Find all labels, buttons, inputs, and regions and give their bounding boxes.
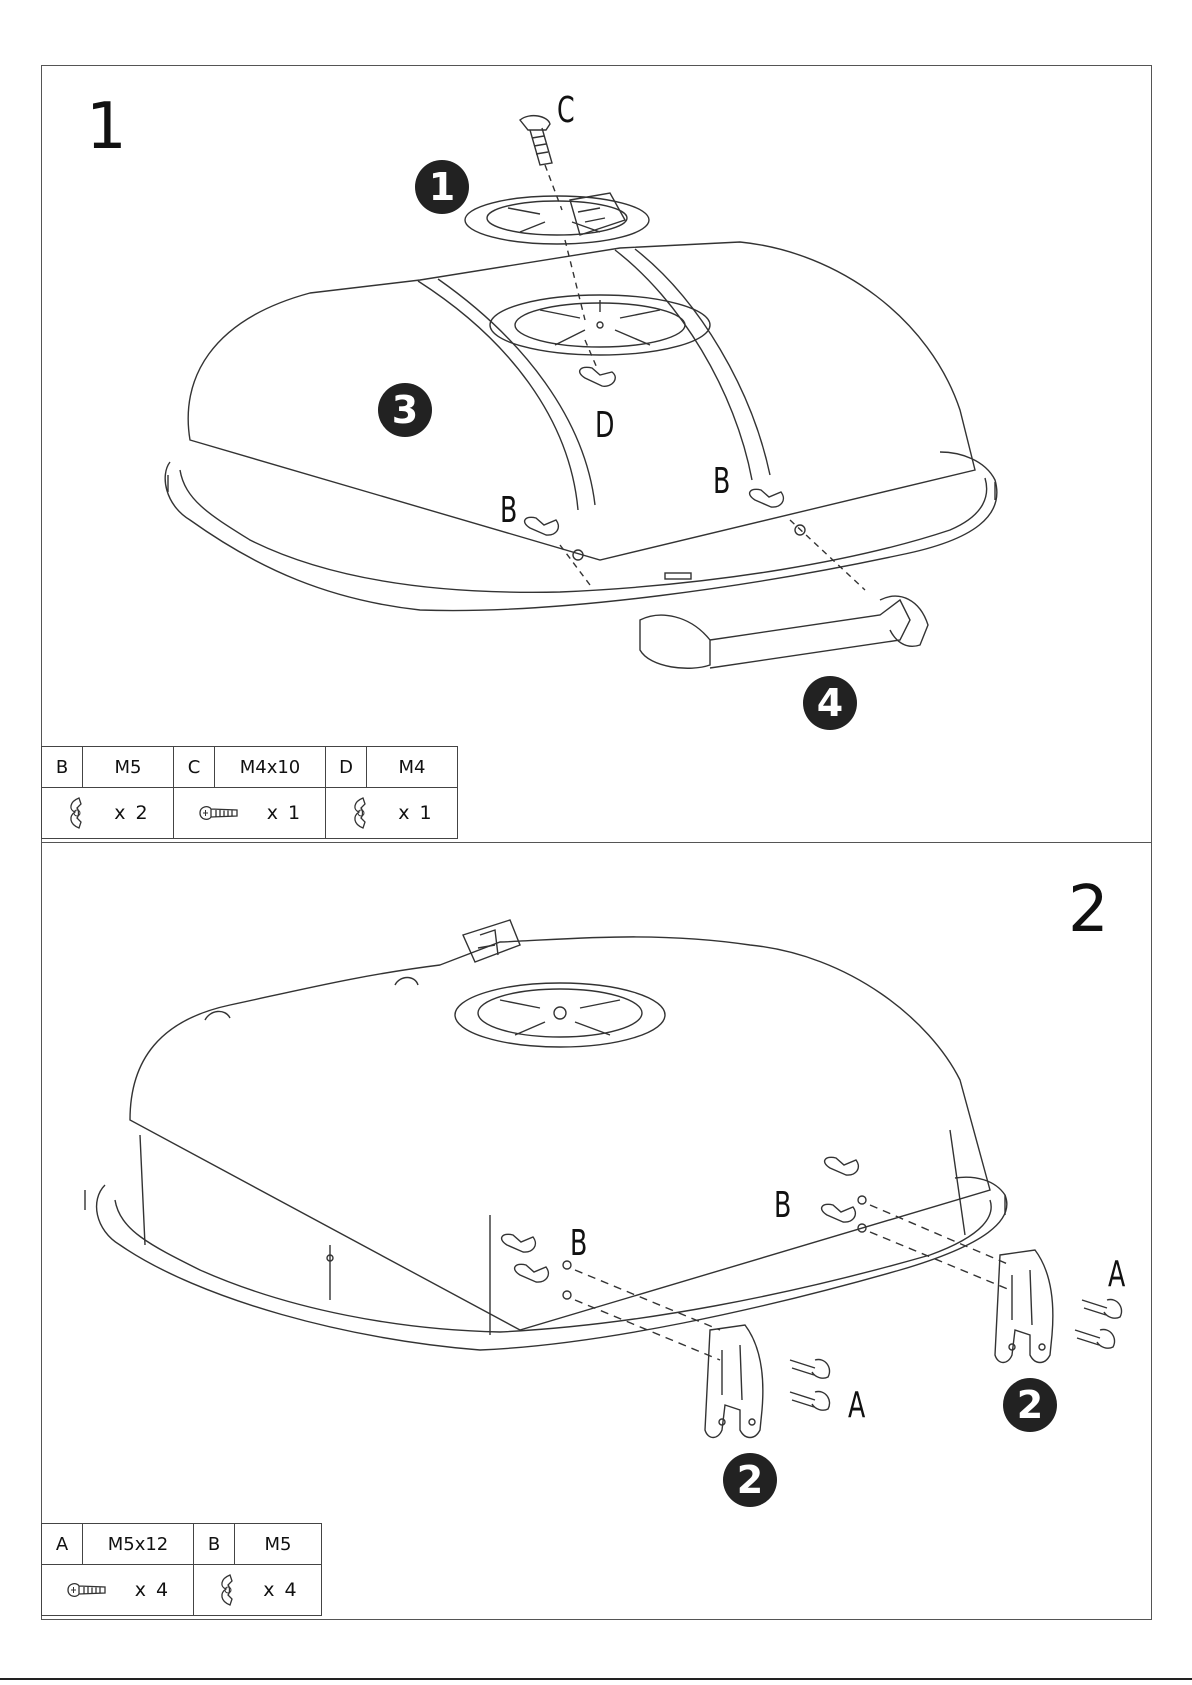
callout-part-2-right: 2 (1003, 1378, 1057, 1432)
part-qty-cell: x 4 (194, 1565, 322, 1616)
label-b-left-step2: B (570, 1226, 587, 1262)
label-b-right-step2: B (774, 1188, 791, 1224)
page-bottom-rule (0, 1678, 1192, 1680)
callout-part-4: 4 (803, 676, 857, 730)
wing-nut-b-right-step1 (750, 489, 784, 507)
label-b-left-step1: B (500, 493, 517, 529)
wing-nut-b-left-step2 (502, 1234, 536, 1252)
handle-step1 (640, 615, 710, 668)
bolt-icon (65, 1580, 109, 1600)
wing-nut-icon (216, 1573, 238, 1607)
label-b-right-step1: B (713, 464, 730, 500)
part-code: D (326, 747, 367, 788)
part-qty: x 4 (263, 1579, 298, 1601)
wing-nut-b-right-step2 (825, 1157, 859, 1175)
part-qty: x 4 (135, 1579, 170, 1601)
label-c-step1: C (557, 93, 575, 129)
wing-nut-icon (65, 796, 87, 830)
part-qty: x 2 (114, 802, 149, 824)
lid-dome-step1 (188, 242, 975, 560)
part-code: A (42, 1524, 83, 1565)
part-spec: M5x12 (83, 1524, 194, 1565)
part-spec: M5 (83, 747, 174, 788)
part-code: B (194, 1524, 235, 1565)
part-spec: M5 (235, 1524, 322, 1565)
part-spec: M4 (367, 747, 458, 788)
callout-part-3: 3 (378, 383, 432, 437)
part-qty-cell: x 4 (42, 1565, 194, 1616)
bolt-a-left-step2-upper (790, 1359, 830, 1378)
parts-table-step2: A M5x12 B M5 x 4 x 4 (41, 1523, 322, 1616)
callout-part-2-left: 2 (723, 1453, 777, 1507)
part-code: B (42, 747, 83, 788)
label-d-step1: D (595, 408, 614, 444)
lid-rim-step1 (165, 452, 997, 611)
part-qty-cell: x 1 (174, 788, 326, 839)
parts-table-step1: B M5 C M4x10 D M4 x 2 x 1 x 1 (41, 746, 458, 839)
label-a-left-step2: A (848, 1388, 865, 1424)
lid-dome-step2 (130, 937, 990, 1330)
part-qty-cell: x 2 (42, 788, 174, 839)
step-2-number: 2 (1068, 878, 1109, 942)
label-a-right-step2: A (1108, 1257, 1125, 1293)
part-qty: x 1 (398, 802, 433, 824)
screw-c-step1 (520, 116, 550, 130)
part-code: C (174, 747, 215, 788)
step-1-number: 1 (86, 95, 127, 159)
screw-icon (197, 803, 241, 823)
part-qty-cell: x 1 (326, 788, 458, 839)
wing-nut-d-step1 (580, 367, 616, 386)
part-spec: M4x10 (215, 747, 326, 788)
callout-part-1: 1 (415, 160, 469, 214)
part-qty: x 1 (267, 802, 302, 824)
wing-nut-icon (349, 796, 371, 830)
wing-nut-b-left-step1 (525, 517, 559, 535)
lid-rim-step2 (97, 1177, 1007, 1350)
